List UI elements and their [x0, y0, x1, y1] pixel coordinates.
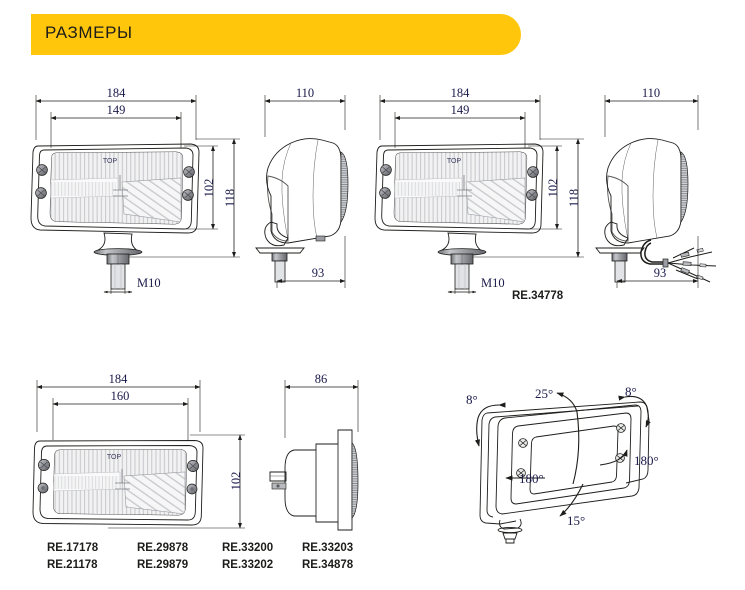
dim-184-2: 184 [451, 86, 471, 100]
angle-15: 15° [567, 513, 585, 528]
dim-102-1: 102 [202, 179, 216, 198]
part-number: RE.33200 [222, 542, 274, 554]
dim-93-1: 93 [312, 266, 325, 280]
part-number: RE.33203 [302, 542, 354, 554]
drawing-front-view-3: TOP 184 160 102 [32, 372, 245, 529]
dim-m10-1: M10 [137, 276, 161, 290]
dim-118-1: 118 [223, 189, 237, 207]
dim-110-2: 110 [642, 86, 660, 100]
angle-180-right: 180° [634, 453, 659, 468]
dim-184-3: 184 [109, 372, 129, 386]
part-number-list: RE.17178 RE.29878 RE.33200 RE.33203 RE.2… [47, 542, 382, 576]
angle-8-left: 8° [466, 392, 478, 407]
page-title: РАЗМЕРЫ [45, 23, 133, 42]
lens-top-label-3: TOP [107, 454, 122, 461]
section-banner: РАЗМЕРЫ [31, 14, 521, 55]
angle-8-right: 8° [625, 384, 637, 399]
drawing-side-view-1: 110 93 [255, 86, 349, 288]
dim-102-2: 102 [546, 179, 560, 198]
part-number: RE.34878 [302, 559, 354, 571]
drawing-angle-adjustment: 25° 8° 8° 180° 180° 15° [466, 384, 659, 544]
dim-86: 86 [315, 372, 328, 386]
wiring-harness [640, 239, 717, 283]
dim-m10-2: M10 [481, 276, 505, 290]
part-number: RE.33202 [222, 559, 274, 571]
dim-149-1: 149 [107, 103, 126, 117]
part-label-re34778: RE.34778 [512, 290, 564, 302]
bezel-screws-1 [35, 164, 195, 201]
bezel-screws-3 [37, 459, 199, 495]
dim-160-3: 160 [111, 389, 130, 403]
part-number: RE.17178 [47, 542, 99, 554]
dim-118-2: 118 [567, 189, 581, 207]
drawing-side-view-3: 86 [269, 372, 359, 531]
mounting-bracket-1 [93, 232, 143, 290]
angle-180-left: 180° [519, 471, 544, 486]
lens-top-label-1: TOP [103, 158, 118, 165]
lens-top-label-2: TOP [447, 158, 462, 165]
dim-102-3: 102 [229, 472, 243, 491]
angle-25: 25° [535, 386, 553, 401]
mounting-bracket-2 [437, 232, 487, 290]
dim-149-2: 149 [451, 103, 470, 117]
part-number: RE.29879 [137, 559, 189, 571]
dim-184-1: 184 [107, 86, 127, 100]
drawing-front-view-1: TOP [30, 86, 240, 294]
part-number: RE.21178 [47, 559, 98, 571]
dim-93-2: 93 [654, 266, 667, 280]
part-number: RE.29878 [137, 542, 189, 554]
drawing-side-view-2: 110 [595, 86, 717, 288]
angle-view-screws [516, 423, 626, 478]
dim-110-1: 110 [296, 86, 314, 100]
bezel-screws-2 [379, 164, 539, 201]
drawing-front-view-2: TOP [374, 86, 584, 294]
